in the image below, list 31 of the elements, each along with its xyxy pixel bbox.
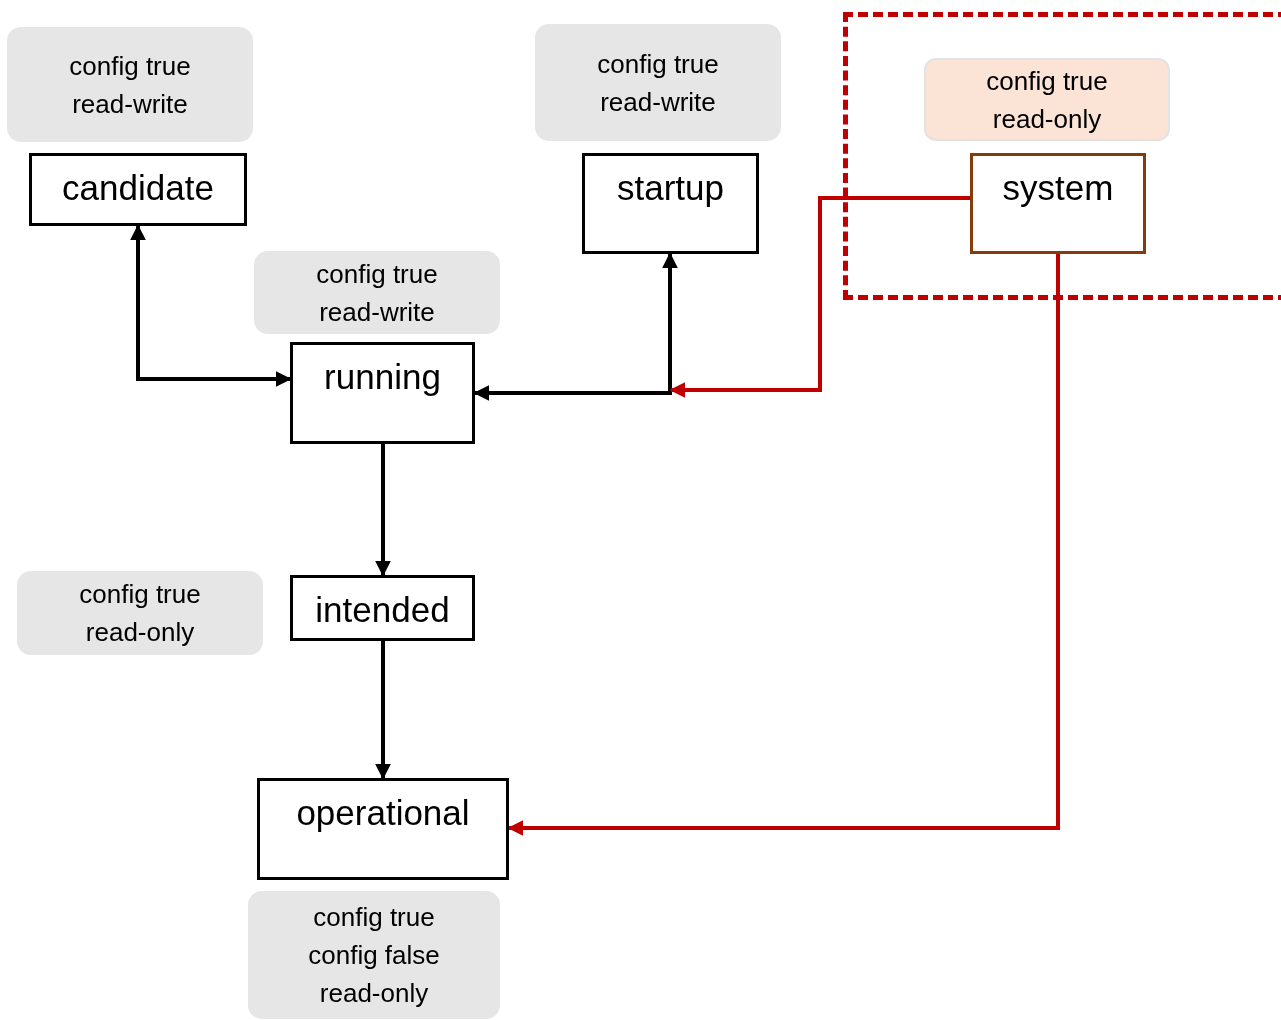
box-label: config true read-write	[596, 47, 720, 119]
arrow	[507, 254, 1060, 836]
box-label: config true read-only	[78, 578, 202, 649]
arrow	[473, 252, 678, 401]
datastore-box	[290, 575, 475, 641]
note-box	[7, 27, 253, 142]
box-label: config true read-write	[315, 257, 439, 329]
arrow	[130, 224, 292, 387]
note-box	[248, 891, 500, 1019]
arrow	[669, 196, 970, 398]
box-label: candidate	[61, 168, 215, 208]
datastore-box	[582, 153, 759, 254]
box-label: config true config false read-only	[307, 901, 441, 1010]
note-box	[17, 571, 263, 655]
box-label: config true read-write	[68, 49, 192, 121]
note-box	[254, 251, 500, 334]
box-label: operational	[295, 793, 471, 833]
datastore-box	[290, 342, 475, 444]
datastore-box	[29, 153, 247, 226]
arrow	[375, 641, 391, 780]
arrow	[375, 444, 391, 577]
box-label: config true read-only	[985, 64, 1109, 136]
datastore-box	[257, 778, 509, 880]
dashed-region	[843, 12, 1281, 300]
datastore-box	[970, 153, 1146, 254]
box-label: intended	[314, 590, 451, 630]
box-label: system	[1001, 168, 1115, 208]
note-box	[535, 24, 781, 141]
note-box	[924, 58, 1170, 141]
box-label: startup	[616, 168, 725, 208]
box-label: running	[323, 357, 442, 397]
